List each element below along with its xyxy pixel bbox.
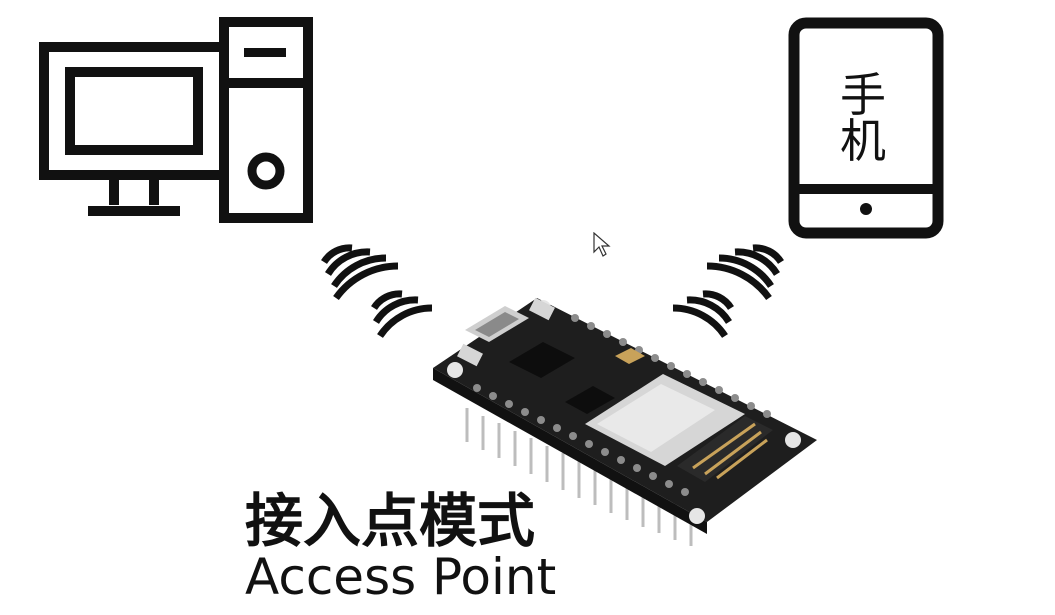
smartphone-icon <box>788 17 944 239</box>
phone-label: 手 机 <box>840 68 896 168</box>
desktop-computer-icon <box>39 17 313 223</box>
mouse-cursor-icon <box>593 232 611 257</box>
mode-title-cn: 接入点模式 <box>245 487 536 555</box>
wifi-signal-icon <box>321 244 433 339</box>
mode-title-en: Access Point <box>245 548 557 606</box>
nodemcu-board <box>433 297 817 546</box>
wifi-signal-icon <box>672 244 784 339</box>
